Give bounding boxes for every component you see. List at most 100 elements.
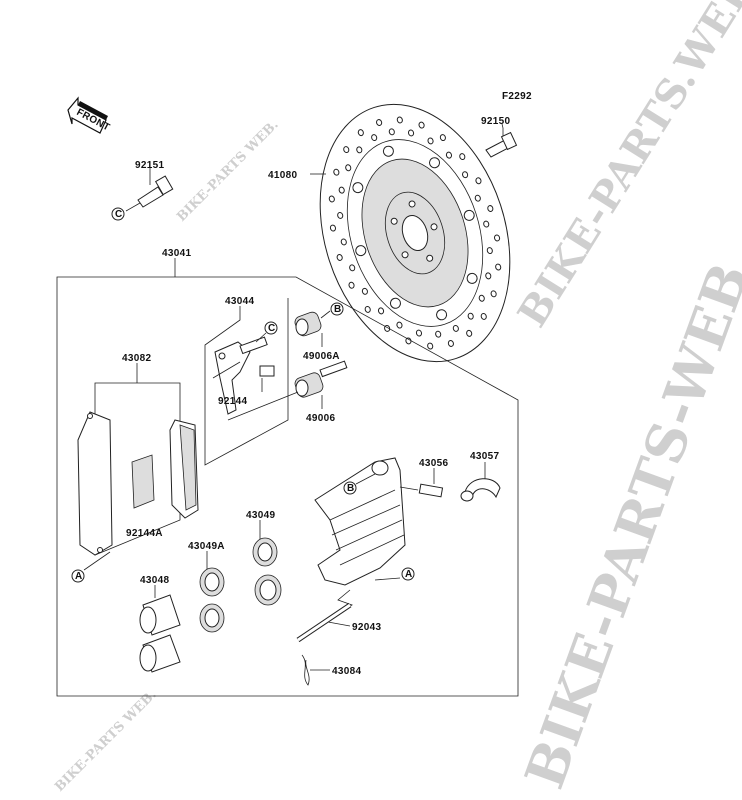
disc-hole [407,129,415,137]
disc-hole [328,195,335,203]
r-clip-43084 [301,654,330,686]
disc-hole [459,153,466,161]
part-label[interactable]: 43041 [162,248,191,259]
brake-pad-right [169,419,199,519]
bolt-92150 [485,128,518,158]
disc-hole [466,329,473,337]
disc-rivet [436,309,448,321]
caliper-body [314,457,419,613]
disc-hole [487,205,494,212]
part-label[interactable]: 43056 [419,458,448,469]
ref-c: C [115,209,123,220]
part-label[interactable]: 92151 [135,160,164,171]
disc-hole [490,290,497,298]
disc-rivet [463,209,475,221]
disc-hole [447,340,454,347]
watermark-text: BIKE-PARTS WEB. [174,117,281,224]
part-label[interactable]: 92144A [126,528,163,539]
disc-hole [483,220,490,228]
part-label[interactable]: 41080 [268,170,297,181]
disc-hole [480,312,487,320]
part-label[interactable]: 92150 [481,116,510,127]
disc-hole [329,224,337,232]
piston-seal-43049 [252,520,282,606]
disc-hole [376,119,383,126]
disc-hole [415,329,423,337]
disc-bolt-hole [390,217,398,225]
disc-hole [396,116,403,124]
clip-92144 [259,365,275,392]
part-label[interactable]: 92043 [352,622,381,633]
part-label[interactable]: 43082 [122,353,151,364]
disc-hole [427,137,434,145]
disc-hole [495,263,502,271]
disc-hole [338,186,345,194]
bolt-92151 [125,162,174,212]
pistons-43048 [139,585,181,673]
disc-hole [349,264,356,272]
part-label[interactable]: 43049 [246,510,275,521]
part-label[interactable]: 43057 [470,451,499,462]
disc-hole [452,324,459,332]
part-label[interactable]: 43048 [140,575,169,586]
disc-hole [435,330,442,338]
disc-hole [478,294,485,302]
ref-b: B [347,483,355,494]
part-label[interactable]: 43044 [225,296,254,307]
disc-hole [343,146,350,154]
disc-hole [486,247,493,255]
brake-pad-left [77,411,113,556]
part-label[interactable]: 92144 [218,396,247,407]
part-label[interactable]: 43084 [332,666,361,677]
disc-rivet [466,272,478,284]
disc-hole [361,287,368,295]
pin-49006 [227,360,348,421]
ref-a: A [75,571,83,582]
disc-hole [462,171,469,179]
part-label[interactable]: 43049A [188,541,225,552]
bleeder-cap [460,462,501,502]
part-labels: 92150 41080 92151 43041 43044 49006A 430… [122,116,510,677]
part-label[interactable]: 49006 [306,413,335,424]
disc-hole [345,164,352,172]
disc-hole [336,254,343,261]
figure-code: F2292 [502,91,532,102]
caliper-assembly-outline [56,276,519,697]
watermark-text: BIKE-PARTS-WEB [512,255,742,797]
disc-hole [427,342,434,350]
brake-disc [319,103,511,363]
disc-hole [475,177,482,185]
disc-hole [388,128,395,136]
pad-pin-92043 [296,602,352,643]
ref-markers: C C B B A A [71,207,415,583]
disc-hole [405,337,412,345]
disc-hole [396,321,403,329]
disc-bolt-hole [430,223,438,231]
pad-shim [131,454,155,509]
caliper-bracket [212,332,268,415]
disc-bolt-hole [426,254,434,262]
disc-rivet [355,245,367,257]
disc-hole [364,305,371,313]
disc-hole [333,168,340,176]
dust-seal-43049a [199,551,225,633]
bleeder-valve [418,468,444,498]
disc-hole [445,151,453,159]
part-label[interactable]: 49006A [303,351,340,362]
ref-b: B [334,304,342,315]
disc-hole [439,134,446,142]
disc-rivet [389,297,401,309]
disc-hole [340,238,347,246]
disc-hole [337,211,344,219]
watermark-text: BIKE-PARTS WEB. [52,687,159,794]
disc-rivet [382,145,394,157]
disc-hole [474,194,481,202]
disc-hole [493,234,501,242]
disc-rivet [429,157,441,169]
pin-boot-49006a [294,310,331,347]
disc-rivet [352,182,364,194]
disc-bolt-hole [408,200,416,208]
disc-hole [371,134,378,142]
